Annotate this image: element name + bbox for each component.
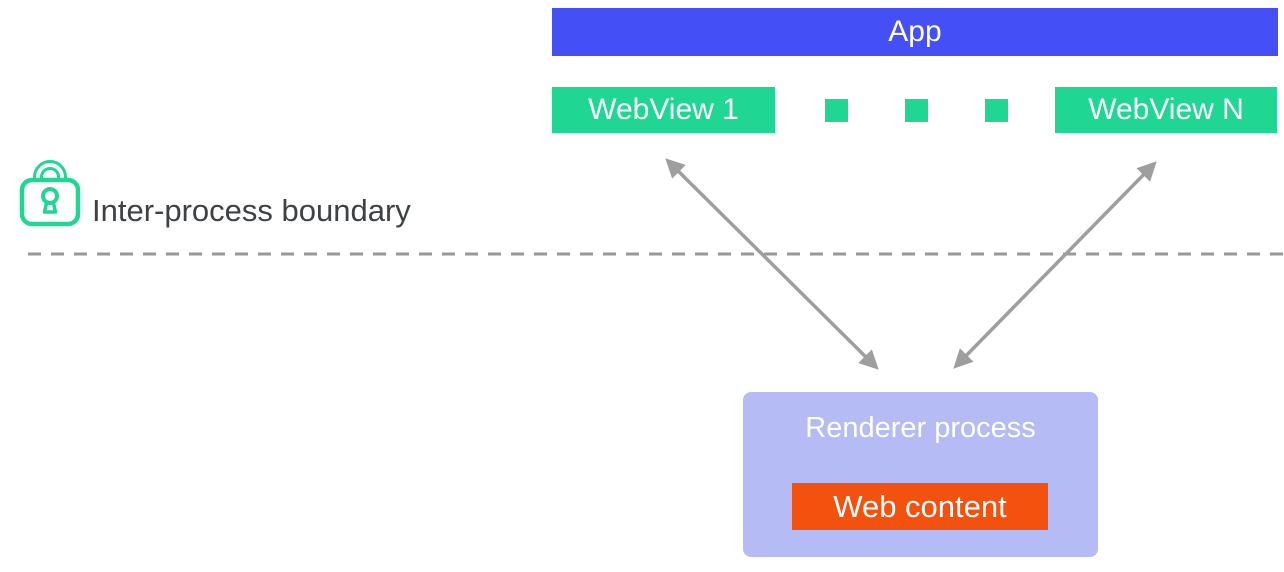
- renderer-process-box: Renderer process Web content: [743, 392, 1098, 557]
- renderer-process-label: Renderer process: [805, 412, 1036, 444]
- webview-n-label: WebView N: [1088, 93, 1244, 126]
- inter-process-boundary-label: Inter-process boundary: [92, 193, 411, 228]
- web-content-label: Web content: [833, 488, 1007, 524]
- ipc-arrow-webviewN-renderer: [953, 161, 1157, 369]
- ipc-arrow-webview1-renderer: [665, 158, 879, 370]
- web-content-box: Web content: [792, 483, 1048, 530]
- webview-n-box: WebView N: [1055, 87, 1277, 133]
- webview-1-box: WebView 1: [552, 87, 775, 133]
- webview-ellipsis-square: [905, 99, 928, 122]
- webview-1-label: WebView 1: [588, 93, 739, 126]
- webview-ellipsis-square: [825, 99, 848, 122]
- lock-icon: [18, 154, 82, 228]
- app-box: App: [552, 8, 1278, 56]
- app-label: App: [888, 15, 942, 48]
- webview-ellipsis-square: [985, 99, 1008, 122]
